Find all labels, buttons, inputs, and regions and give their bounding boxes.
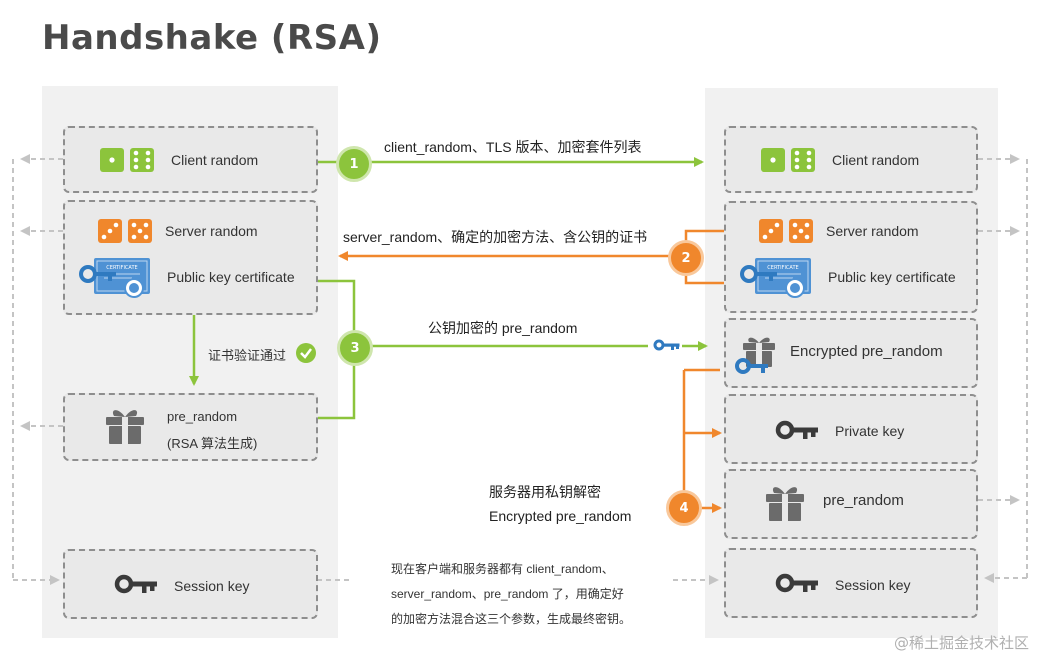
final-note: 现在客户端和服务器都有 client_random、 server_random…: [391, 557, 631, 632]
client-server-random-label: Server random: [165, 223, 258, 239]
step-1-message: client_random、TLS 版本、加密套件列表: [384, 139, 642, 155]
check-icon: [296, 343, 316, 363]
step-3-badge: 3: [337, 330, 373, 366]
server-encrypted-pre-random-label: Encrypted pre_random: [790, 343, 943, 360]
cert-verified-label: 证书验证通过: [208, 348, 287, 363]
orange-dice-icon: [759, 219, 813, 243]
step-1-badge: 1: [336, 146, 372, 182]
server-certificate-label: Public key certificate: [828, 269, 956, 285]
decrypt-note-line2: Encrypted pre_random: [489, 508, 632, 524]
svg-text:CERTIFICATE: CERTIFICATE: [106, 265, 137, 271]
client-certificate-label: Public key certificate: [167, 269, 295, 285]
server-session-key-label: Session key: [835, 577, 911, 593]
server-pre-random-label: pre_random: [823, 492, 904, 509]
server-server-random-label: Server random: [826, 223, 919, 239]
client-session-key-label: Session key: [174, 578, 250, 594]
server-pre-random-box: [724, 469, 978, 539]
client-pre-random-note: (RSA 算法生成): [167, 436, 258, 451]
private-key-icon: [775, 420, 818, 440]
client-pre-random-label: pre_random: [167, 409, 238, 424]
session-key-icon: [114, 574, 157, 594]
public-key-icon: [653, 339, 680, 351]
final-note-line2: server_random、pre_random 了，用确定好: [391, 587, 624, 601]
green-dice-icon: [100, 148, 154, 172]
step-3-message: 公钥加密的 pre_random: [428, 320, 578, 336]
server-private-key-box: [724, 394, 978, 464]
certificate-icon: CERTIFICATE: [79, 258, 150, 298]
server-private-key-label: Private key: [835, 423, 905, 439]
gift-icon: [106, 410, 144, 444]
certificate-icon: CERTIFICATE: [740, 258, 811, 298]
page-title: Handshake (RSA): [42, 18, 382, 58]
session-key-icon: [775, 573, 818, 593]
final-note-line1: 现在客户端和服务器都有 client_random、: [391, 562, 614, 576]
green-dice-icon: [761, 148, 815, 172]
server-client-random-box: [724, 126, 978, 193]
server-session-key-box: [724, 548, 978, 618]
watermark: @稀土掘金技术社区: [893, 634, 1029, 652]
step-2-badge: 2: [668, 240, 704, 276]
server-client-random-label: Client random: [832, 152, 920, 168]
gift-icon: [766, 487, 804, 521]
svg-text:CERTIFICATE: CERTIFICATE: [767, 265, 798, 271]
client-pre-random-box: [63, 393, 318, 461]
client-session-key-box: [63, 549, 318, 619]
step-4-badge: 4: [666, 490, 702, 526]
encrypted-gift-icon: [735, 337, 775, 374]
orange-dice-icon: [98, 219, 152, 243]
client-client-random-label: Client random: [171, 152, 259, 168]
decrypt-note-line1: 服务器用私钥解密: [489, 484, 601, 500]
step-2-message: server_random、确定的加密方法、含公钥的证书: [343, 229, 648, 245]
final-note-line3: 的加密方法混合这三个参数，生成最终密钥。: [391, 612, 632, 626]
